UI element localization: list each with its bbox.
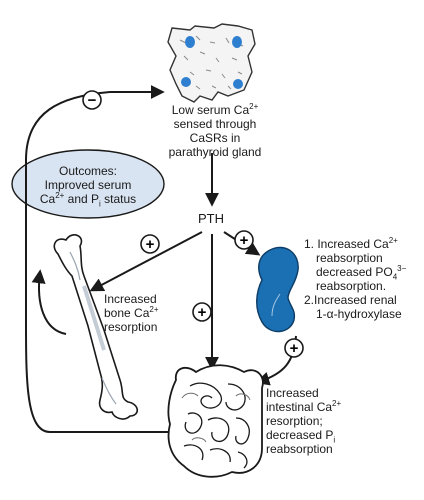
- kidney-label-line1: 1. Increased Ca2+: [304, 236, 398, 252]
- positive-sign-text: +: [290, 340, 299, 357]
- intestine-label: Increased intestinal Ca2+ resorption; de…: [266, 386, 341, 456]
- intestine-label-line2: intestinal Ca2+: [266, 399, 342, 415]
- kidney-label-line6: 1-α-hydroxylase: [316, 307, 402, 321]
- positive-sign-text: +: [240, 232, 249, 249]
- gland-label: Low serum Ca2+ sensed through CaSRs in p…: [140, 103, 290, 160]
- gland-label-line4: parathyroid gland: [168, 145, 262, 159]
- outcomes-line3: Ca2+ and Pi status: [39, 191, 137, 209]
- intestine-label-line5: reabsorption: [266, 442, 333, 456]
- bone-icon: [53, 234, 139, 420]
- negative-feedback-sign: −: [82, 90, 102, 110]
- kidney-icon: [256, 246, 299, 333]
- bone-label-line2: bone Ca2+: [104, 305, 159, 321]
- intestine-label-line3: resorption;: [266, 414, 323, 428]
- kidney-label-line5: 2.Increased renal: [304, 293, 397, 307]
- pth-to-bone-arrow: [89, 231, 203, 292]
- parathyroid-spot: [181, 36, 243, 89]
- gland-label-line2: sensed through: [173, 117, 257, 131]
- kidney-label-line2: reabsorption: [316, 251, 383, 265]
- kidney-label-line3: decreased PO43−: [316, 264, 407, 282]
- outcomes-label: Outcomes: Improved serum Ca2+ and Pi sta…: [22, 164, 154, 209]
- bone-to-outcomes-arrow: [31, 269, 67, 335]
- feedback-loop-arrow: [25, 85, 168, 433]
- negative-sign-text: −: [88, 92, 97, 109]
- positive-sign-renal-intestine: +: [284, 338, 304, 358]
- intestine-icon: [167, 364, 264, 478]
- outcomes-line1: Outcomes:: [58, 164, 118, 178]
- positive-sign-intestine: +: [192, 302, 212, 322]
- gland-label-line3: CaSRs in: [189, 131, 241, 145]
- outcomes-line2: Improved serum: [44, 178, 132, 192]
- kidney-label-line4: reabsorption.: [316, 279, 387, 293]
- bone-label-line3: resorption: [104, 320, 158, 334]
- parathyroid-gland-icon: [167, 23, 256, 103]
- positive-sign-text: +: [198, 304, 207, 321]
- positive-sign-text: +: [146, 236, 155, 253]
- gland-label-line1: Low serum Ca: [171, 103, 250, 117]
- bone-label: Increased bone Ca2+ resorption: [104, 292, 159, 334]
- intestine-label-line1: Increased: [266, 386, 319, 400]
- kidney-label: 1. Increased Ca2+ reabsorption decreased…: [304, 236, 407, 322]
- bone-label-line1: Increased: [104, 292, 157, 306]
- positive-sign-kidney: +: [234, 230, 254, 250]
- pth-label: PTH: [198, 211, 224, 226]
- positive-sign-bone: +: [140, 234, 160, 254]
- intestine-label-line4: decreased Pi: [266, 428, 336, 445]
- outcomes-ellipse: [11, 149, 165, 219]
